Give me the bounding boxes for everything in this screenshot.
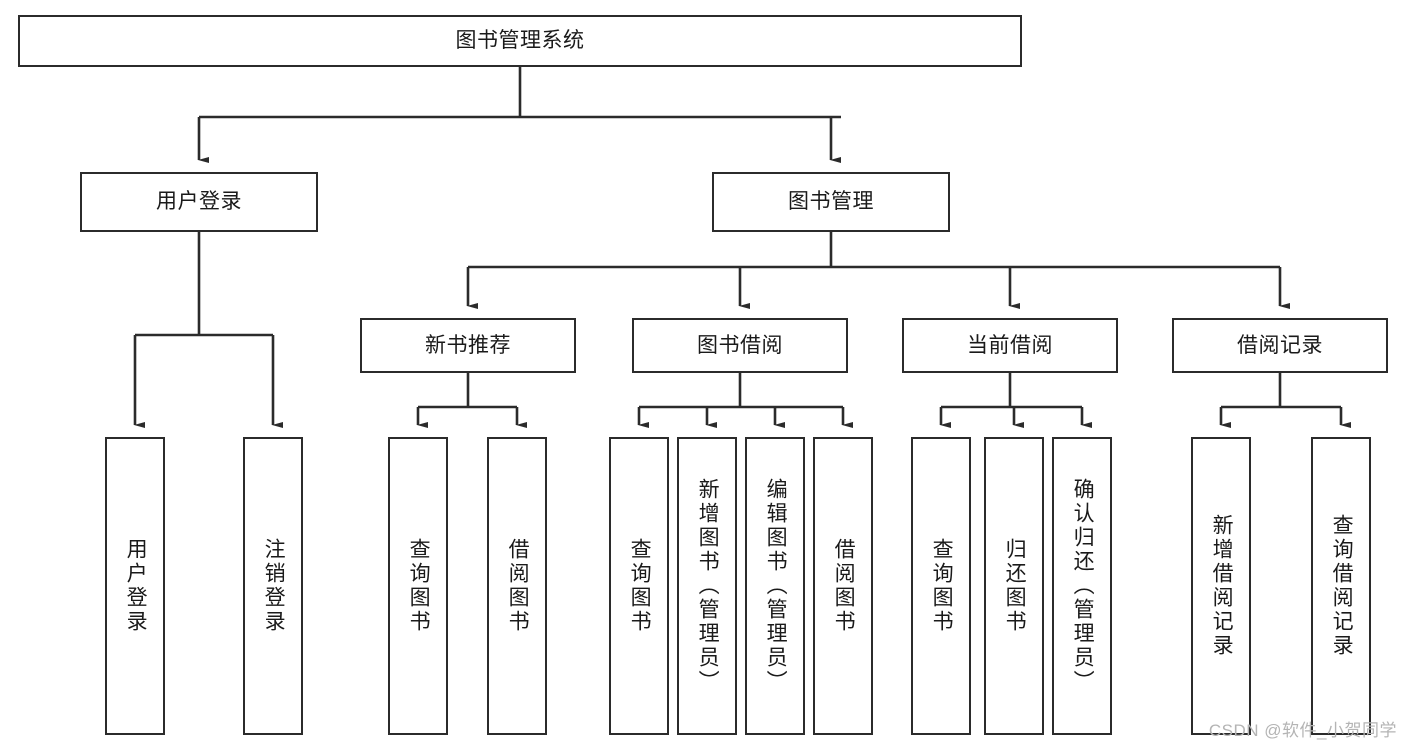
leaf-query-borrow-record-label: 查询借阅记录 bbox=[1330, 514, 1354, 658]
leaf-add-book-admin[interactable]: 新增图书（管理员） bbox=[677, 437, 737, 735]
leaf-edit-book-admin[interactable]: 编辑图书（管理员） bbox=[745, 437, 805, 735]
node-user-login[interactable]: 用户登录 bbox=[80, 172, 318, 232]
leaf-return-book[interactable]: 归还图书 bbox=[984, 437, 1044, 735]
node-current-borrow-label: 当前借阅 bbox=[967, 333, 1053, 357]
node-new-book-recommend-label: 新书推荐 bbox=[425, 333, 511, 357]
node-borrow-records[interactable]: 借阅记录 bbox=[1172, 318, 1388, 373]
node-borrow-records-label: 借阅记录 bbox=[1237, 333, 1323, 357]
leaf-query-book-current-label: 查询图书 bbox=[930, 538, 954, 634]
leaf-borrow-book-label: 借阅图书 bbox=[832, 538, 856, 634]
csdn-watermark: CSDN @软件_小贺同学 bbox=[1208, 721, 1397, 740]
leaf-add-borrow-record-label: 新增借阅记录 bbox=[1210, 514, 1234, 658]
leaf-query-book-borrow[interactable]: 查询图书 bbox=[609, 437, 669, 735]
node-book-borrow-label: 图书借阅 bbox=[697, 333, 783, 357]
leaf-query-book-rec[interactable]: 查询图书 bbox=[388, 437, 448, 735]
leaf-edit-book-admin-label: 编辑图书（管理员） bbox=[764, 478, 788, 694]
node-book-management-label: 图书管理 bbox=[788, 190, 874, 214]
leaf-add-borrow-record[interactable]: 新增借阅记录 bbox=[1191, 437, 1251, 735]
leaf-logout-login[interactable]: 注销登录 bbox=[243, 437, 303, 735]
node-user-login-label: 用户登录 bbox=[156, 190, 242, 214]
leaf-borrow-book-rec[interactable]: 借阅图书 bbox=[487, 437, 547, 735]
leaf-user-login[interactable]: 用户登录 bbox=[105, 437, 165, 735]
leaf-logout-login-label: 注销登录 bbox=[262, 538, 286, 634]
leaf-user-login-label: 用户登录 bbox=[124, 538, 148, 634]
node-root-label: 图书管理系统 bbox=[455, 29, 585, 53]
node-book-management[interactable]: 图书管理 bbox=[712, 172, 950, 232]
leaf-borrow-book-rec-label: 借阅图书 bbox=[506, 538, 530, 634]
leaf-query-book-current[interactable]: 查询图书 bbox=[911, 437, 971, 735]
node-current-borrow[interactable]: 当前借阅 bbox=[902, 318, 1118, 373]
leaf-return-book-label: 归还图书 bbox=[1003, 538, 1027, 634]
leaf-borrow-book[interactable]: 借阅图书 bbox=[813, 437, 873, 735]
node-new-book-recommend[interactable]: 新书推荐 bbox=[360, 318, 576, 373]
leaf-query-book-rec-label: 查询图书 bbox=[407, 538, 431, 634]
node-book-borrow[interactable]: 图书借阅 bbox=[632, 318, 848, 373]
leaf-confirm-return-admin-label: 确认归还（管理员） bbox=[1071, 478, 1095, 694]
leaf-query-book-borrow-label: 查询图书 bbox=[628, 538, 652, 634]
leaf-query-borrow-record[interactable]: 查询借阅记录 bbox=[1311, 437, 1371, 735]
leaf-add-book-admin-label: 新增图书（管理员） bbox=[696, 478, 720, 694]
leaf-confirm-return-admin[interactable]: 确认归还（管理员） bbox=[1052, 437, 1112, 735]
node-root[interactable]: 图书管理系统 bbox=[18, 15, 1022, 67]
